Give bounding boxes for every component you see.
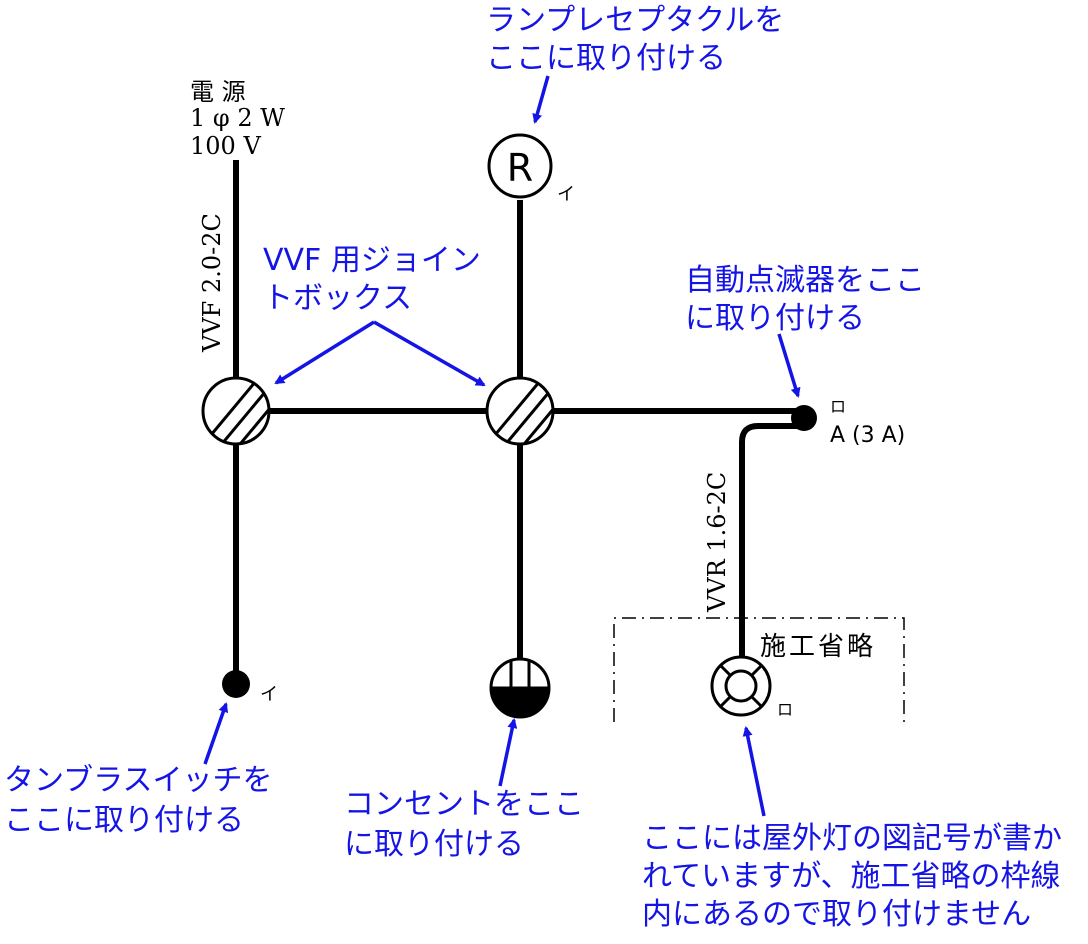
photocell-tag: ロ: [830, 397, 846, 416]
arrow-photocell: [777, 333, 801, 398]
lamp-receptacle-symbol: R イ: [487, 133, 575, 205]
note-switch-line1: タンブラスイッチを: [4, 763, 273, 798]
note-outlet: コンセントをここ に取り付ける: [344, 787, 584, 862]
note-photocell: 自動点滅器をここ に取り付ける: [685, 263, 925, 336]
arrow-receptacle: [532, 75, 550, 124]
note-receptacle-line1: ランプレセプタクルを: [486, 3, 784, 38]
note-outdoor-light-line1: ここには屋外灯の図記号が書か: [642, 821, 1062, 856]
note-junction-line1: VVF 用ジョイン: [263, 243, 481, 278]
receptacle-tag: イ: [557, 184, 575, 205]
power-voltage: 100 V: [190, 132, 261, 160]
photocell-rating: A (3 A): [830, 423, 905, 448]
note-photocell-line1: 自動点滅器をここ: [685, 263, 925, 298]
arrow-outdoor-light: [742, 726, 766, 817]
wires: [233, 160, 802, 683]
vvr-cable-label: VVR 1.6-2C: [703, 472, 731, 613]
vvf-cable-label: VVF 2.0-2C: [198, 213, 226, 353]
switch-tag: イ: [260, 684, 278, 705]
note-outdoor-light-line2: れていますが、施工省略の枠線: [642, 859, 1061, 894]
note-switch-line2: ここに取り付ける: [4, 803, 244, 838]
arrow-junction-center: [373, 320, 486, 387]
arrow-outlet: [498, 718, 518, 787]
junction-box-center: [485, 376, 555, 446]
outdoor-light-tag: ロ: [777, 700, 793, 719]
omitted-construction-frame: 施工省略: [613, 617, 905, 722]
note-photocell-line2: に取り付ける: [685, 301, 865, 336]
arrow-junction-left: [274, 320, 375, 385]
junction-box-left: [201, 376, 271, 446]
note-receptacle: ランプレセプタクルを ここに取り付ける: [486, 3, 784, 76]
note-switch: タンブラスイッチを ここに取り付ける: [4, 763, 273, 838]
outdoor-light-symbol: ロ: [710, 655, 793, 719]
power-source-title: 電 源: [190, 78, 246, 106]
photocell-symbol: ロ A (3 A): [791, 397, 905, 448]
note-outlet-line2: に取り付ける: [344, 827, 524, 862]
arrow-switch: [203, 702, 229, 765]
note-junction-line2: トボックス: [263, 281, 412, 316]
outlet-symbol: [489, 657, 551, 719]
note-receptacle-line2: ここに取り付ける: [486, 41, 726, 76]
receptacle-letter: R: [507, 146, 533, 190]
tumbler-switch-symbol: イ: [222, 670, 278, 705]
power-source-label: 電 源 1 φ 2 W 100 V: [190, 78, 285, 160]
note-outdoor-light-line3: 内にあるので取り付けません: [642, 897, 1031, 932]
annotation-arrows: [203, 75, 801, 817]
note-junction: VVF 用ジョイン トボックス: [263, 243, 481, 316]
wire-vvr-outdoor: [739, 423, 802, 660]
note-outlet-line1: コンセントをここ: [344, 787, 584, 822]
note-outdoor-light: ここには屋外灯の図記号が書か れていますが、施工省略の枠線 内にあるので取り付け…: [642, 821, 1062, 932]
power-phase-wire: 1 φ 2 W: [190, 104, 285, 132]
omitted-label: 施工省略: [760, 632, 876, 662]
